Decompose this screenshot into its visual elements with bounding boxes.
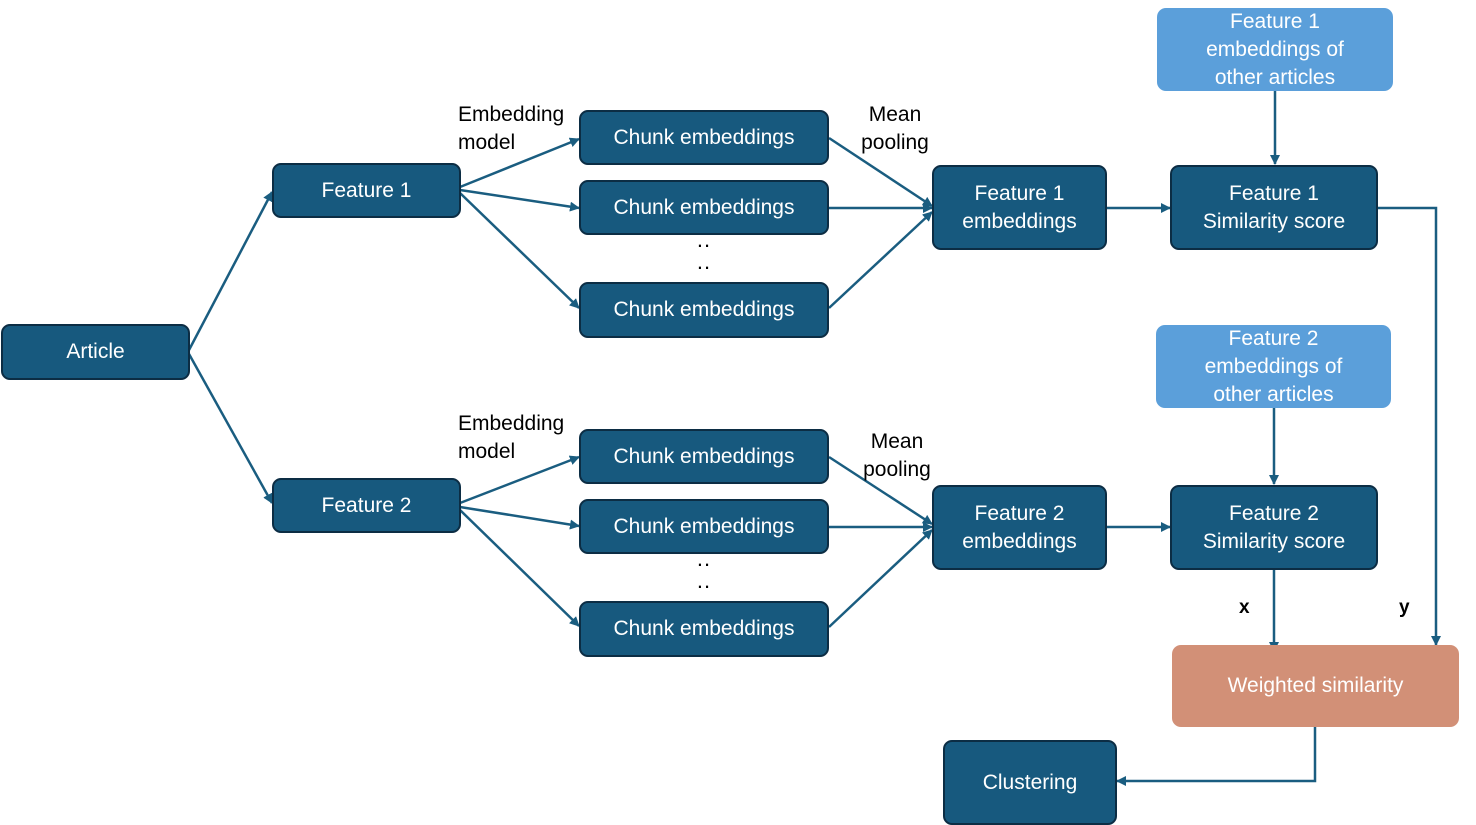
weighted-similarity-node: Weighted similarity <box>1172 645 1459 727</box>
chunk-embeddings-node-3: Chunk embeddings <box>579 282 829 338</box>
chunk-embeddings-node-5: Chunk embeddings <box>579 499 829 554</box>
feature2-other-articles-node: Feature 2 embeddings of other articles <box>1156 325 1391 408</box>
clustering-node: Clustering <box>943 740 1117 825</box>
chunk-embeddings-node-6: Chunk embeddings <box>579 601 829 657</box>
weight-y-label: y <box>1399 597 1410 618</box>
feature1-node: Feature 1 <box>272 163 461 218</box>
arrow-chunk4-f2emb <box>828 455 933 526</box>
chunk-embeddings-node-1: Chunk embeddings <box>579 110 829 165</box>
arrow-article-feature2 <box>187 353 274 504</box>
mean-pooling-label-2: Mean pooling <box>863 430 931 481</box>
weight-x-label: x <box>1239 597 1250 618</box>
feature2-node: Feature 2 <box>272 478 461 533</box>
embedding-model-label-1: Embedding model <box>458 103 565 154</box>
arrow-f1-chunk3 <box>459 192 580 309</box>
arrow-chunk1-f1emb <box>828 136 933 208</box>
feature1-embeddings-node: Feature 1 embeddings <box>932 165 1107 250</box>
arrow-article-feature1 <box>187 191 274 351</box>
arrow-f1sim-weighted-y <box>1378 206 1441 646</box>
ellipsis-1: .. .. <box>696 227 712 274</box>
ellipsis-2: .. .. <box>696 546 712 593</box>
feature2-embeddings-node: Feature 2 embeddings <box>932 485 1107 570</box>
embedding-model-label-2: Embedding model <box>458 412 565 463</box>
arrow-f2-chunk1 <box>459 455 580 505</box>
arrow-f1-chunk2 <box>459 188 580 212</box>
mean-pooling-label-1: Mean pooling <box>861 103 929 154</box>
article-node: Article <box>1 324 190 380</box>
arrow-f1-chunk1 <box>459 137 580 189</box>
chunk-embeddings-node-4: Chunk embeddings <box>579 429 829 484</box>
arrow-chunk3-f1emb <box>828 211 933 309</box>
chunk-embeddings-node-2: Chunk embeddings <box>579 180 829 235</box>
feature2-similarity-node: Feature 2 Similarity score <box>1170 485 1378 570</box>
feature1-similarity-node: Feature 1 Similarity score <box>1170 165 1378 250</box>
arrow-f2-chunk3 <box>459 509 580 627</box>
feature1-other-articles-node: Feature 1 embeddings of other articles <box>1157 8 1393 91</box>
arrow-chunk6-f2emb <box>828 529 933 628</box>
arrow-weighted-clustering <box>1116 727 1317 786</box>
arrow-f2-chunk2 <box>459 505 580 530</box>
